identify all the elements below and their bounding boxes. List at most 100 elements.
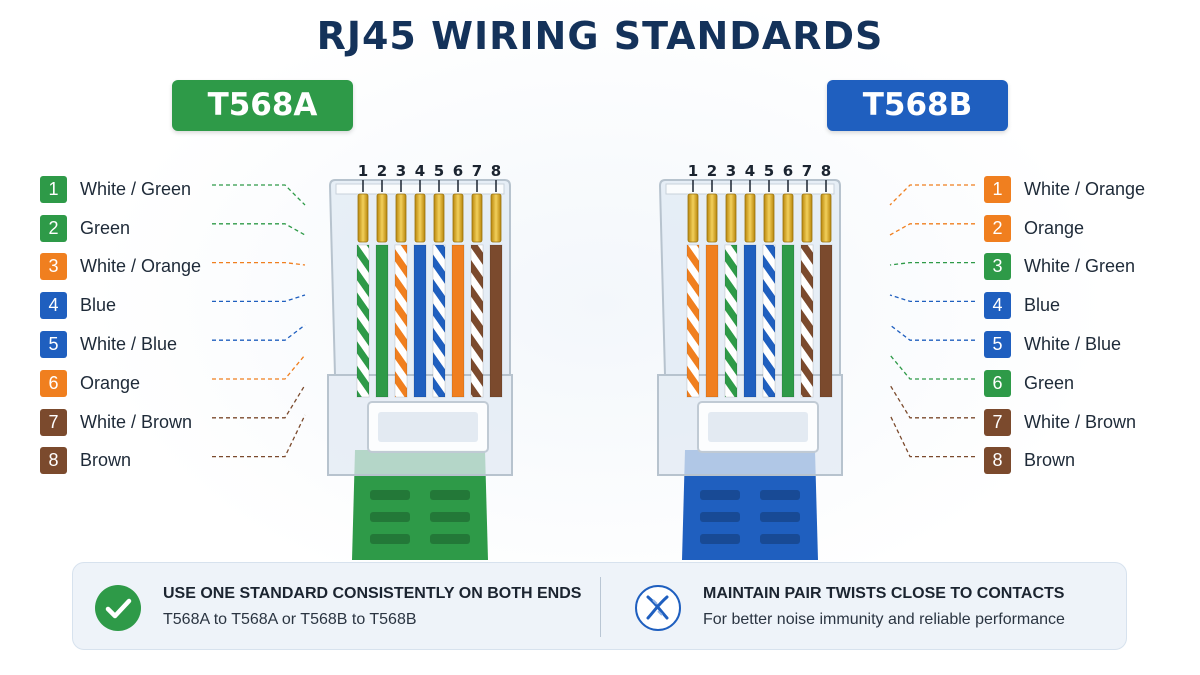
t568b-pin-label: Orange — [1024, 217, 1085, 238]
t568a-pin-row-5: 5 White / Blue — [40, 325, 300, 364]
t568b-contact-6 — [782, 193, 794, 243]
t568a-contact-2 — [376, 193, 388, 243]
tips-bar: USE ONE STANDARD CONSISTENTLY ON BOTH EN… — [72, 562, 1127, 650]
t568a-cable-boot — [352, 450, 488, 560]
t568b-wire-8 — [819, 244, 833, 398]
t568b-pin-row-7: 7 White / Brown — [984, 403, 1200, 442]
t568b-contact-8 — [820, 193, 832, 243]
tip-text-consistency: T568A to T568A or T568B to T568B — [163, 611, 417, 628]
t568a-contact-6 — [452, 193, 464, 243]
tip-heading-consistency: USE ONE STANDARD CONSISTENTLY ON BOTH EN… — [163, 585, 582, 602]
t568a-contact-7 — [471, 193, 483, 243]
t568a-leader-line — [212, 414, 306, 458]
t568a-pin-index-label: 2 — [377, 162, 387, 180]
t568a-contact-3 — [395, 193, 407, 243]
t568b-pin-number-badge: 2 — [984, 214, 1011, 242]
t568b-contact-4 — [744, 193, 756, 243]
t568a-pin-number-badge: 1 — [40, 175, 67, 203]
t568b-contact-3 — [725, 193, 737, 243]
t568b-leader-line — [889, 294, 975, 303]
t568b-pin-number-badge: 1 — [984, 175, 1011, 203]
t568b-leader-line — [889, 184, 975, 206]
t568b-pin-number-badge: 5 — [984, 331, 1011, 359]
t568a-pin-number-badge: 6 — [40, 369, 67, 397]
t568b-pin-row-3: 3 White / Green — [984, 248, 1200, 287]
t568a-leader-line — [212, 354, 306, 380]
t568b-pin-label: White / Blue — [1024, 334, 1122, 355]
tip-text-twists: For better noise immunity and reliable p… — [703, 611, 1065, 628]
t568a-pin-number-badge: 5 — [40, 331, 67, 359]
t568a-leader-line — [212, 324, 306, 341]
t568a-wire-7 — [470, 244, 484, 398]
t568a-badge: T568A — [172, 80, 353, 131]
t568a-wire-8 — [489, 244, 503, 398]
t568b-badge: T568B — [827, 80, 1008, 131]
tip-heading-twists: MAINTAIN PAIR TWISTS CLOSE TO CONTACTS — [703, 585, 1065, 602]
t568b-pin-number-badge: 6 — [984, 369, 1011, 397]
t568b-contact-7 — [801, 193, 813, 243]
t568a-pin-label: Orange — [80, 372, 141, 393]
t568b-wire-2 — [705, 244, 719, 398]
t568b-pin-index-label: 6 — [783, 162, 793, 180]
t568b-leader-line — [889, 261, 975, 266]
t568b-pin-index-label: 1 — [688, 162, 698, 180]
t568a-pin-row-3: 3 White / Orange — [40, 248, 300, 287]
t568b-pin-number-badge: 3 — [984, 253, 1011, 281]
t568b-wire-6 — [781, 244, 795, 398]
t568a-pin-label: White / Brown — [80, 411, 193, 432]
t568a-pin-index-label: 7 — [472, 162, 482, 180]
t568b-cable-boot — [682, 450, 818, 560]
t568a-contact-8 — [490, 193, 502, 243]
t568b-leader-line — [889, 324, 975, 341]
t568a-pin-number-badge: 2 — [40, 214, 67, 242]
t568a-pin-label: White / Blue — [80, 334, 178, 355]
t568a-pin-number-badge: 4 — [40, 292, 67, 320]
check-icon — [95, 585, 141, 631]
t568b-pin-index-label: 8 — [821, 162, 831, 180]
t568b-wire-3 — [724, 244, 738, 398]
t568b-wire-5 — [762, 244, 776, 398]
t568a-leader-line — [212, 184, 306, 206]
t568a-pin-label: Brown — [80, 450, 132, 471]
t568b-pin-label: White / Orange — [1024, 178, 1146, 199]
t568a-pin-index-label: 1 — [358, 162, 368, 180]
t568b-wire-7 — [800, 244, 814, 398]
t568b-contact-5 — [763, 193, 775, 243]
t568a-pin-label: White / Orange — [80, 256, 202, 277]
t568b-pin-label: Green — [1024, 372, 1075, 393]
t568b-pin-index-label: 3 — [726, 162, 736, 180]
t568a-wire-6 — [451, 244, 465, 398]
t568b-leader-line — [889, 384, 975, 419]
t568b-pin-number-badge: 8 — [984, 447, 1011, 475]
t568a-contact-5 — [433, 193, 445, 243]
t568a-wire-3 — [394, 244, 408, 398]
t568b-pin-row-5: 5 White / Blue — [984, 325, 1200, 364]
t568a-pin-row-7: 7 White / Brown — [40, 403, 300, 442]
t568a-pin-row-6: 6 Orange — [40, 364, 300, 403]
t568a-wire-5 — [432, 244, 446, 398]
t568b-pin-label: White / Green — [1024, 256, 1136, 277]
t568a-pin-number-badge: 7 — [40, 408, 67, 436]
t568a-pin-label: Green — [80, 217, 131, 238]
page-title: RJ45 WIRING STANDARDS — [316, 14, 884, 58]
t568b-pin-label: Blue — [1024, 295, 1061, 316]
t568b-pin-index-label: 5 — [764, 162, 774, 180]
t568b-wire-1 — [686, 244, 700, 398]
t568b-pin-index-label: 7 — [802, 162, 812, 180]
t568a-pin-index-label: 8 — [491, 162, 501, 180]
t568a-leader-line — [212, 261, 306, 266]
t568a-pin-label: White / Green — [80, 178, 192, 199]
t568b-pin-row-2: 2 Orange — [984, 209, 1200, 248]
t568b-pin-number-badge: 7 — [984, 408, 1011, 436]
t568a-wire-2 — [375, 244, 389, 398]
t568b-pin-label: White / Brown — [1024, 411, 1137, 432]
t568a-pin-number-badge: 3 — [40, 253, 67, 281]
t568b-pin-row-1: 1 White / Orange — [984, 170, 1200, 209]
